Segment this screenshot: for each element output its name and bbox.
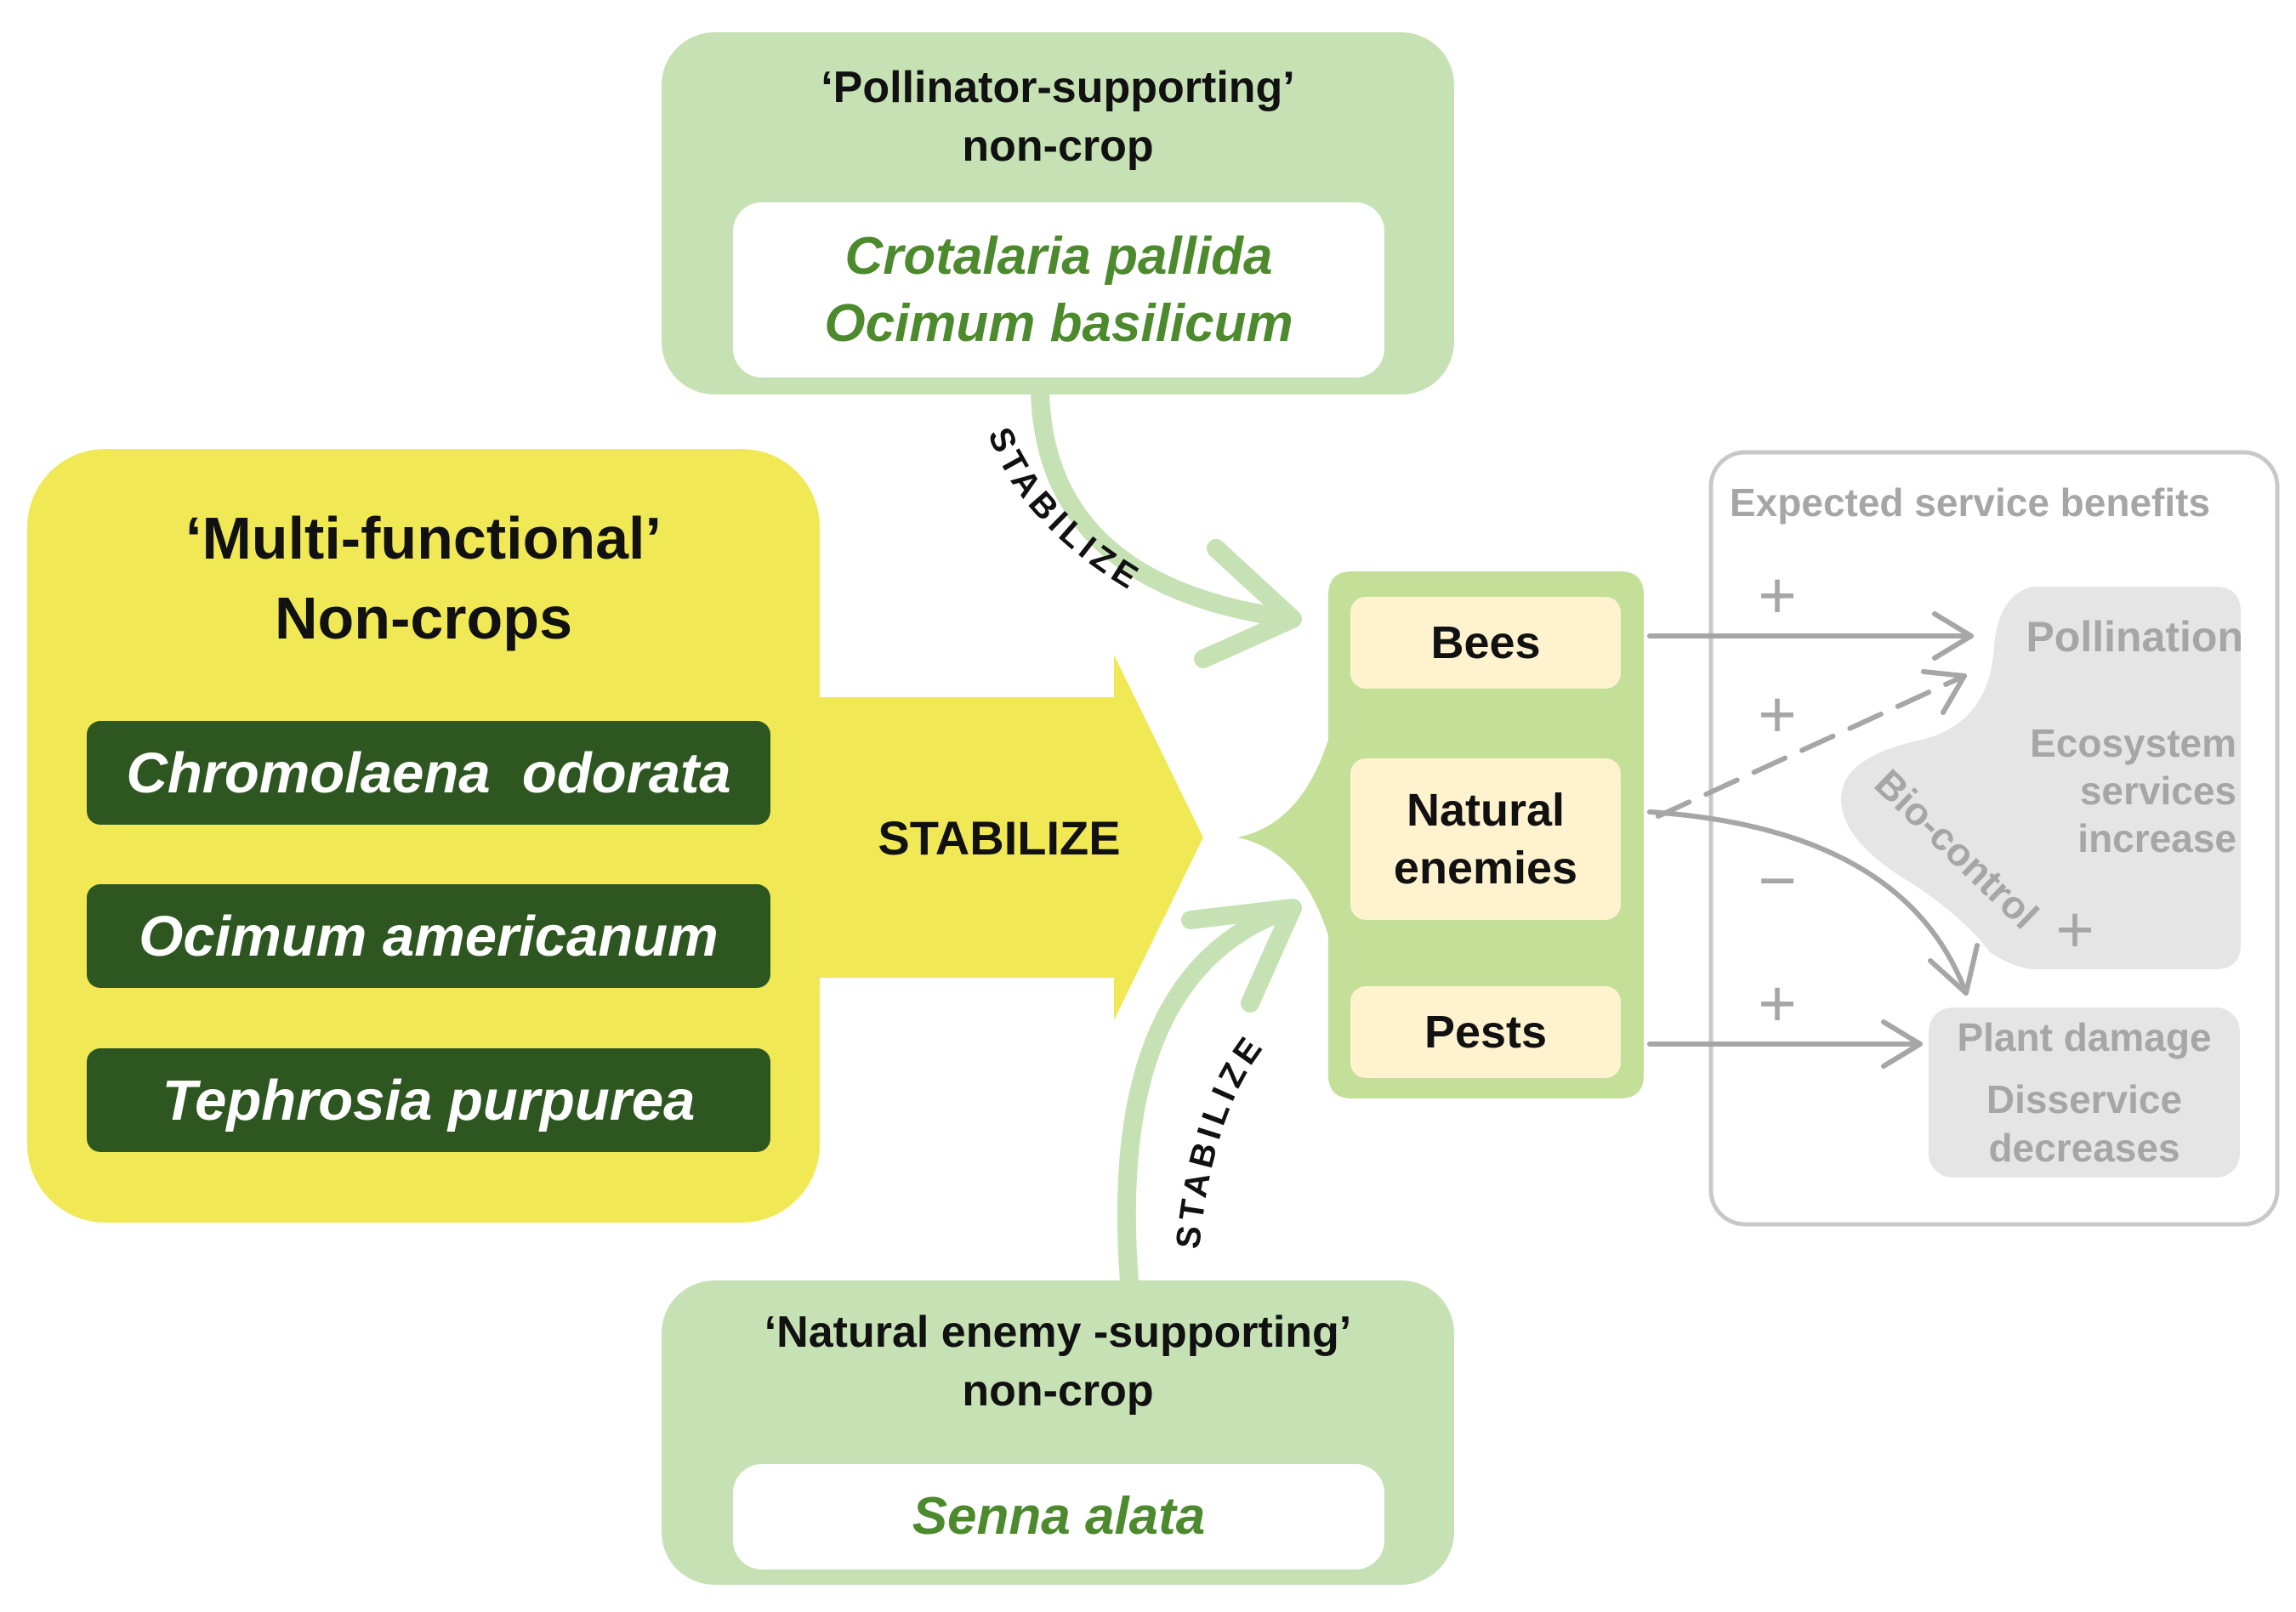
species-ocimum-americanum: Ocimum americanum: [87, 884, 770, 988]
species-crotalaria-pallida: Crotalaria pallida: [844, 226, 1273, 286]
ecosystem-services-region: [1841, 587, 2241, 969]
multi-functional-title: ‘Multi-functional’ Non-crops: [27, 497, 820, 659]
natural-enemies-line2: enemies: [1393, 843, 1578, 894]
species-tephrosia-purpurea: Tephrosia purpurea: [87, 1048, 770, 1152]
sign-pests-damage: +: [1758, 965, 1797, 1041]
sign-bees-pollination: +: [1758, 557, 1797, 633]
natural-enemy-species-list: Senna alata: [733, 1464, 1384, 1569]
pollination-label: Pollination: [2026, 613, 2243, 661]
pollinator-species-list: Crotalaria pallida Ocimum basilicum: [733, 202, 1384, 377]
pests-to-damage-arrowhead: [1881, 1019, 1923, 1069]
species-chromolaena-odorata: Chromolaena odorata: [87, 721, 770, 825]
bottom-stabilize-arrow: [1117, 899, 1302, 1291]
main-stabilize-arrow: [799, 655, 1203, 1020]
disservice-line1: Disservice: [1986, 1076, 2183, 1121]
natural-enemy-supporting-title: ‘Natural enemy -supporting’ non-crop: [662, 1303, 1454, 1422]
bottom-stabilize-arrowhead: [1181, 899, 1302, 1013]
organism-bees: Bees: [1350, 597, 1621, 689]
bees-to-pollination-arrowhead: [1932, 611, 1974, 661]
disservice-label: Disservice decreases: [1929, 1073, 2240, 1175]
pollinator-title-line1: ‘Pollinator-supporting’: [821, 63, 1295, 113]
sign-enemies-pollination: +: [1758, 676, 1797, 752]
ecosystem-services-label: Ecosystem services increase: [1981, 714, 2236, 867]
enemies-to-pests-biocontrol-arrowhead: [1928, 943, 1980, 996]
ecosystem-line2: services: [2079, 768, 2236, 813]
pollinator-title-line2: non-crop: [962, 122, 1154, 171]
top-stabilize-arrowhead: [1194, 539, 1302, 668]
bottom-stabilize-label: STABILIZE: [1169, 1027, 1272, 1251]
sign-biocontrol: +: [2055, 891, 2094, 967]
benefits-title: Expected service benefits: [1730, 480, 2211, 525]
multi-functional-title-line2: Non-crops: [275, 585, 572, 651]
natural-enemy-title-line1: ‘Natural enemy -supporting’: [764, 1308, 1352, 1358]
top-stabilize-arrow: [1031, 383, 1302, 628]
disservice-line2: decreases: [1988, 1126, 2180, 1170]
sign-enemies-pests: −: [1758, 842, 1797, 917]
enemies-to-pollination-arrowhead: [1921, 669, 1967, 715]
natural-enemy-title-line2: non-crop: [962, 1366, 1154, 1416]
organism-natural-enemies: Natural enemies: [1350, 758, 1621, 920]
enemies-to-pests-biocontrol-arrow: [1647, 809, 1969, 996]
species-senna-alata: Senna alata: [912, 1487, 1206, 1547]
ecosystem-line3: increase: [2077, 816, 2236, 861]
plant-damage-region: [1929, 1008, 2240, 1178]
enemies-to-pollination-arrow: [1656, 673, 1967, 819]
plant-damage-label: Plant damage: [1957, 1015, 2212, 1059]
top-stabilize-label: STABILIZE: [980, 423, 1148, 599]
natural-enemies-line1: Natural: [1406, 784, 1566, 836]
species-ocimum-basilicum: Ocimum basilicum: [824, 294, 1293, 353]
main-stabilize-label: STABILIZE: [878, 810, 1121, 865]
pollinator-supporting-title: ‘Pollinator-supporting’ non-crop: [662, 58, 1454, 177]
multi-functional-title-line1: ‘Multi-functional’: [185, 504, 662, 571]
organism-pests: Pests: [1350, 986, 1621, 1078]
ecosystem-line1: Ecosystem: [2030, 720, 2236, 765]
